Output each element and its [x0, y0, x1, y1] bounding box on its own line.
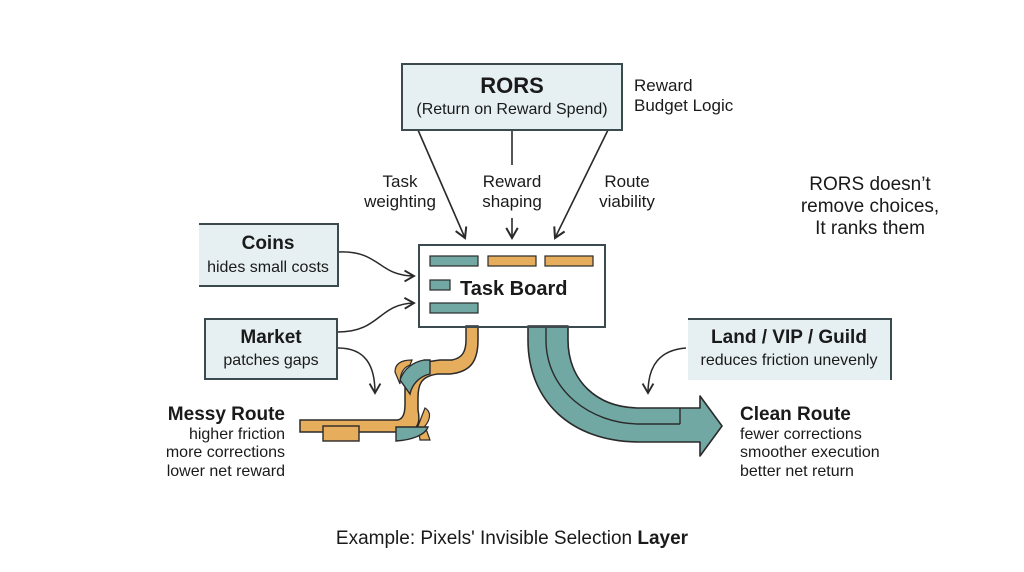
clean-route-line: better net return: [740, 462, 854, 480]
quote-line2: remove choices,: [800, 195, 940, 217]
messy-route-line: higher friction: [188, 425, 285, 443]
side-note-line1: Reward: [634, 76, 693, 95]
messy-route-title: Messy Route: [167, 404, 285, 425]
coins-box: Coins hides small costs: [199, 223, 339, 287]
market-box: Market patches gaps: [204, 318, 338, 380]
task-weighting-line2: weighting: [364, 191, 436, 211]
arrow-market-to-board: [337, 297, 416, 333]
coins-subtitle: hides small costs: [207, 259, 329, 276]
arrow-route-viability: [553, 129, 609, 240]
task-board-bars: [429, 255, 594, 314]
clean-route-line: smoother execution: [740, 444, 880, 462]
clean-route-pipe: [527, 325, 723, 457]
task-weighting-line1: Task: [382, 172, 418, 191]
label-task-weighting: Task weighting: [355, 172, 445, 211]
quote: RORS doesn’t remove choices, It ranks th…: [780, 174, 960, 240]
side-note-line2: Budget Logic: [634, 95, 734, 115]
reward-shaping-line2: shaping: [482, 191, 542, 211]
messy-route-label: Messy Route higher friction more correct…: [130, 404, 285, 481]
task-board-title: Task Board: [460, 278, 568, 300]
rors-title: RORS: [480, 73, 544, 98]
market-subtitle: patches gaps: [223, 352, 319, 369]
quote-line3: It ranks them: [815, 217, 925, 239]
land-box: Land / VIP / Guild reduces friction unev…: [688, 318, 892, 380]
reward-shaping-line1: Reward: [482, 172, 542, 191]
arrow-task-weighting: [417, 129, 468, 240]
route-viability-line1: Route: [604, 172, 650, 191]
messy-route-line: lower net reward: [166, 462, 285, 480]
route-viability-line2: viability: [599, 191, 655, 211]
clean-route-line: fewer corrections: [740, 425, 862, 443]
market-title: Market: [240, 327, 302, 348]
arrow-market-to-messy: [337, 347, 382, 395]
arrow-land-to-clean: [641, 347, 687, 395]
caption: Example: Pixels' Invisible Selection Lay…: [0, 528, 1024, 550]
clean-route-title: Clean Route: [740, 404, 851, 425]
label-route-viability: Route viability: [585, 172, 669, 211]
rors-box: RORS (Return on Reward Spend): [401, 63, 623, 131]
caption-emphasis: Layer: [637, 528, 689, 549]
messy-route-line: more corrections: [165, 444, 285, 462]
quote-line1: RORS doesn’t: [809, 174, 931, 195]
arrow-coins-to-board: [337, 251, 416, 283]
land-title: Land / VIP / Guild: [711, 327, 867, 348]
coins-title: Coins: [241, 233, 295, 254]
messy-route-pipe: [299, 325, 479, 442]
task-board: [418, 244, 606, 328]
caption-text: Example: Pixels' Invisible Selection: [335, 528, 638, 549]
land-subtitle: reduces friction unevenly: [700, 352, 878, 369]
clean-route-label: Clean Route fewer corrections smoother e…: [740, 404, 940, 481]
label-reward-shaping: Reward shaping: [470, 172, 554, 211]
rors-subtitle: (Return on Reward Spend): [416, 101, 608, 118]
rors-side-note: Reward Budget Logic: [634, 76, 733, 115]
